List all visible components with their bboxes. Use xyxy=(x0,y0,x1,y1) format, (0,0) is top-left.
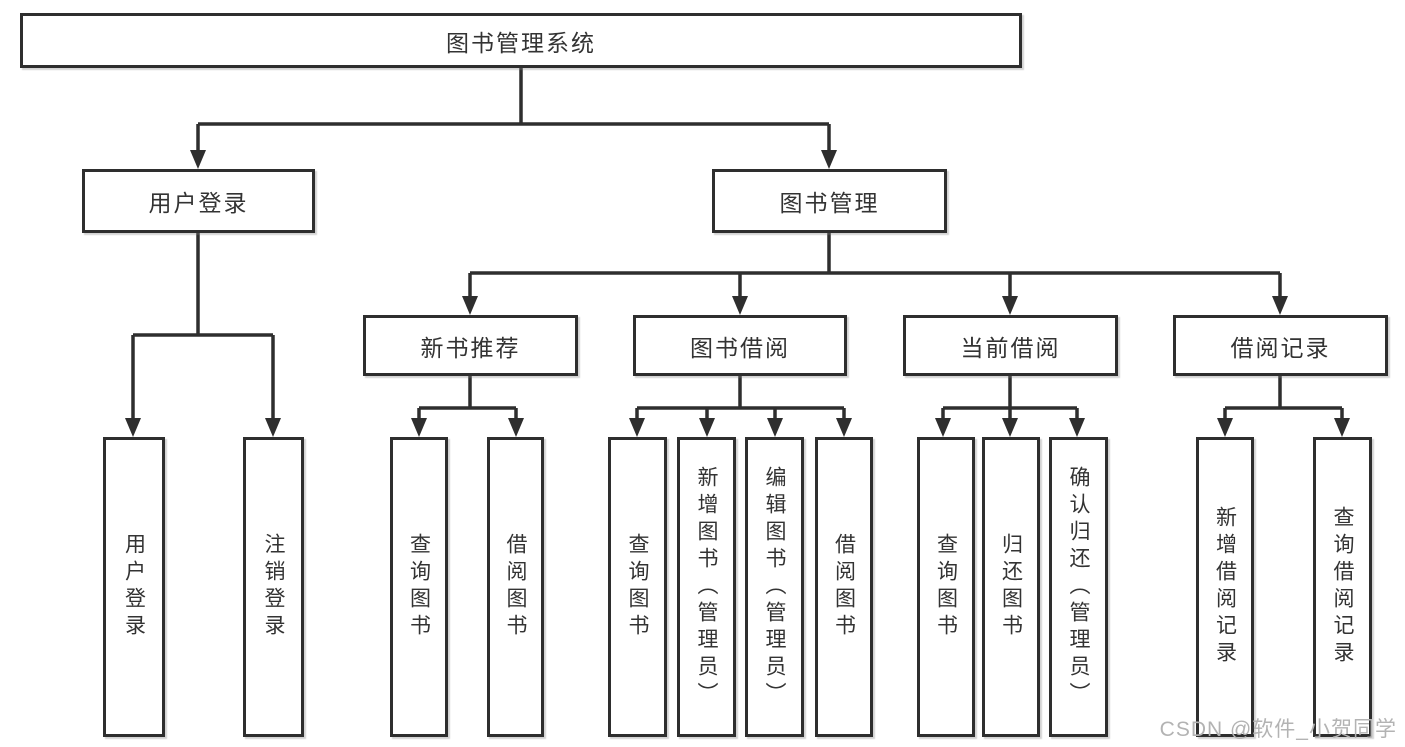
leaf-label: 借阅图书 xyxy=(504,533,527,641)
leaf-add-book-admin: 新增图书（管理员） xyxy=(677,437,736,737)
leaf-label: 归还图书 xyxy=(999,533,1023,641)
node-label: 当前借阅 xyxy=(960,334,1061,361)
leaf-return-book: 归还图书 xyxy=(982,437,1040,737)
leaf-label: 查询图书 xyxy=(934,533,958,641)
leaf-query-books-recommend: 查询图书 xyxy=(390,437,448,737)
leaf-user-login: 用户登录 xyxy=(103,437,165,737)
node-label: 用户登录 xyxy=(148,190,249,216)
leaf-query-books-borrow: 查询图书 xyxy=(608,437,667,737)
node-book-management: 图书管理 xyxy=(712,169,947,233)
leaf-label: 查询图书 xyxy=(626,533,649,641)
leaf-label: 新增图书（管理员） xyxy=(695,465,718,709)
node-label: 图书管理 xyxy=(779,190,880,216)
node-current-borrow: 当前借阅 xyxy=(903,315,1118,376)
leaf-query-books-current: 查询图书 xyxy=(917,437,975,737)
leaf-label: 查询借阅记录 xyxy=(1331,506,1354,668)
node-borrow-records: 借阅记录 xyxy=(1173,315,1388,376)
node-label: 借阅记录 xyxy=(1230,334,1331,361)
leaf-borrow-books: 借阅图书 xyxy=(815,437,873,737)
leaf-label: 编辑图书（管理员） xyxy=(763,465,786,709)
node-new-book-recommend: 新书推荐 xyxy=(363,315,578,376)
leaf-query-borrow-record: 查询借阅记录 xyxy=(1313,437,1372,737)
leaf-logout: 注销登录 xyxy=(243,437,304,737)
node-user-login: 用户登录 xyxy=(82,169,315,233)
node-label: 图书借阅 xyxy=(690,334,790,361)
leaf-label: 确认归还（管理员） xyxy=(1067,465,1090,709)
node-label: 图书管理系统 xyxy=(446,29,596,56)
csdn-watermark: CSDN @软件_小贺同学 xyxy=(1159,718,1397,741)
leaf-confirm-return-admin: 确认归还（管理员） xyxy=(1049,437,1108,737)
leaf-label: 用户登录 xyxy=(122,533,146,641)
node-library-system: 图书管理系统 xyxy=(20,13,1022,68)
leaf-add-borrow-record: 新增借阅记录 xyxy=(1196,437,1254,737)
leaf-label: 注销登录 xyxy=(262,533,285,641)
node-book-borrow: 图书借阅 xyxy=(633,315,847,376)
leaf-borrow-books-recommend: 借阅图书 xyxy=(487,437,544,737)
leaf-edit-book-admin: 编辑图书（管理员） xyxy=(745,437,804,737)
arrowheads xyxy=(125,150,1350,437)
leaf-label: 查询图书 xyxy=(407,533,431,641)
leaf-label: 新增借阅记录 xyxy=(1213,506,1237,668)
node-label: 新书推荐 xyxy=(420,334,521,361)
leaf-label: 借阅图书 xyxy=(832,533,856,641)
